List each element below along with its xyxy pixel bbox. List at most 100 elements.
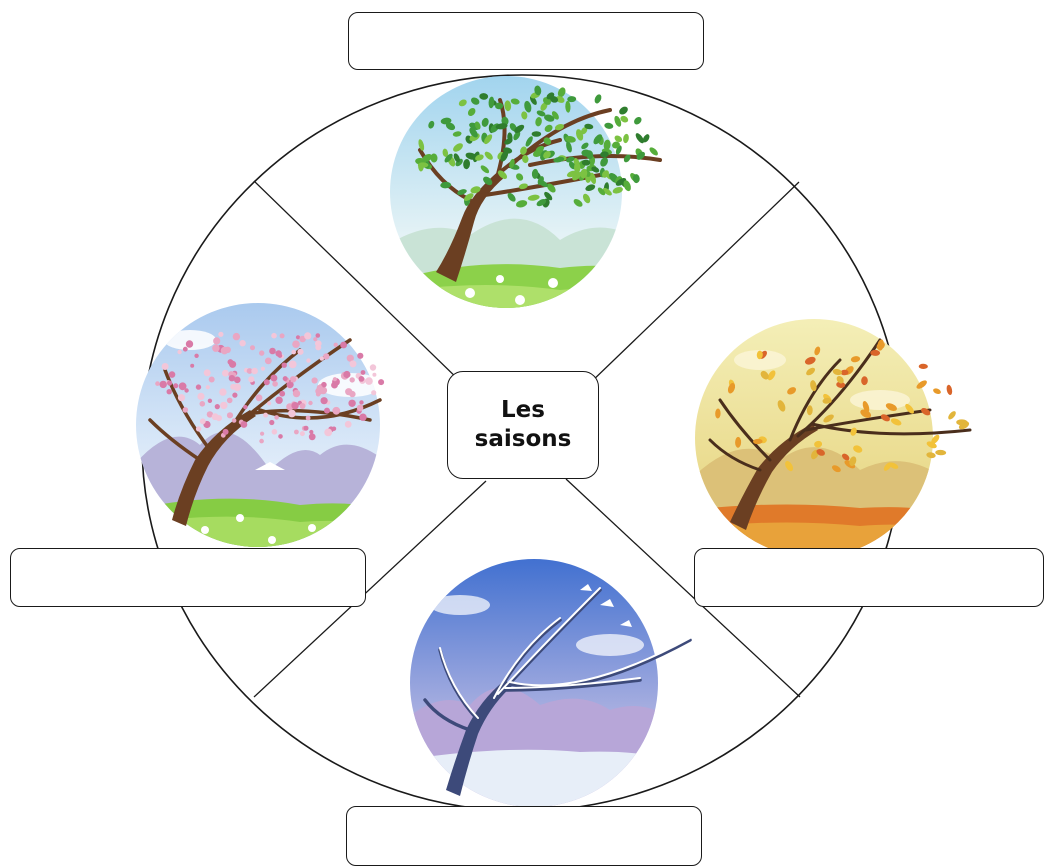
foliage-mark: [956, 419, 968, 426]
foliage-mark: [500, 150, 509, 162]
answer-box-right[interactable]: [694, 548, 1044, 607]
foliage-mark: [484, 134, 493, 145]
foliage-mark: [453, 153, 460, 163]
answer-box-left[interactable]: [10, 548, 366, 607]
foliage-mark: [581, 159, 591, 166]
foliage-mark: [623, 133, 629, 144]
foliage-mark: [635, 133, 644, 144]
divider-top-right: [587, 181, 800, 386]
foliage-mark: [359, 413, 367, 421]
answer-box-top[interactable]: [348, 12, 704, 70]
foliage-mark: [810, 380, 817, 392]
foliage-mark: [178, 382, 187, 391]
foliage-mark: [357, 352, 364, 359]
foliage-mark: [218, 331, 224, 337]
foliage-mark: [422, 153, 433, 162]
foliage-mark: [516, 173, 524, 181]
foliage-mark: [259, 438, 264, 444]
foliage-mark: [308, 433, 316, 441]
answer-box-bottom[interactable]: [346, 806, 702, 866]
foliage-mark: [289, 376, 297, 383]
foliage-mark: [905, 403, 914, 414]
foliage-mark: [465, 152, 478, 160]
foliage-mark: [921, 408, 931, 416]
foliage-mark: [540, 102, 548, 111]
foliage-mark: [933, 388, 941, 395]
foliage-mark: [340, 341, 347, 349]
foliage-mark: [274, 415, 279, 420]
foliage-mark: [214, 404, 220, 410]
foliage-mark: [861, 376, 868, 386]
foliage-mark: [566, 156, 575, 163]
foliage-mark: [269, 419, 275, 426]
foliage-mark: [495, 102, 504, 110]
foliage-mark: [518, 183, 528, 190]
foliage-mark: [484, 151, 493, 160]
foliage-mark: [555, 96, 565, 103]
foliage-mark: [332, 377, 337, 382]
foliage-mark: [567, 96, 577, 103]
spring-tree-illustration: [136, 303, 385, 547]
foliage-mark: [836, 381, 846, 388]
foliage-mark: [184, 388, 189, 393]
foliage-mark: [565, 100, 571, 113]
foliage-mark: [263, 412, 269, 418]
foliage-mark: [554, 123, 565, 131]
foliage-mark: [584, 123, 594, 130]
foliage-mark: [531, 168, 539, 179]
foliage-mark: [222, 428, 229, 435]
foliage-mark: [291, 349, 297, 355]
foliage-mark: [194, 353, 199, 358]
foliage-mark: [213, 337, 221, 345]
foliage-mark: [306, 358, 311, 363]
foliage-mark: [522, 154, 529, 164]
foliage-mark: [185, 340, 194, 348]
foliage-mark: [226, 397, 233, 404]
foliage-mark: [853, 445, 863, 453]
foliage-mark: [220, 401, 228, 410]
foliage-mark: [315, 344, 322, 351]
center-title-line1: Les: [501, 397, 545, 423]
foliage-mark: [263, 379, 270, 386]
foliage-mark: [452, 131, 462, 137]
foliage-mark: [278, 434, 283, 439]
foliage-mark: [272, 381, 278, 387]
foliage-mark: [264, 357, 272, 365]
foliage-mark: [475, 154, 484, 161]
foliage-mark: [527, 194, 540, 201]
foliage-mark: [642, 134, 650, 143]
foliage-mark: [620, 115, 629, 123]
foliage-mark: [580, 168, 588, 179]
foliage-mark: [463, 193, 474, 201]
foliage-mark: [418, 139, 425, 151]
foliage-mark: [814, 346, 821, 356]
foliage-mark: [612, 141, 620, 149]
foliage-mark: [440, 181, 452, 189]
divider-top-left: [253, 180, 465, 386]
divider-bottom-left: [253, 480, 487, 698]
foliage-mark: [246, 368, 253, 374]
foliage-mark: [480, 165, 490, 174]
foliage-mark: [483, 176, 493, 186]
foliage-mark: [544, 191, 553, 201]
foliage-mark: [576, 129, 584, 141]
foliage-mark: [269, 347, 276, 355]
foliage-mark: [603, 139, 611, 151]
foliage-mark: [543, 150, 551, 159]
foliage-mark: [428, 120, 435, 129]
foliage-mark: [586, 150, 594, 160]
foliage-mark: [324, 428, 333, 437]
foliage-mark: [177, 394, 186, 402]
foliage-mark: [199, 418, 206, 425]
foliage-mark: [537, 176, 544, 186]
foliage-mark: [581, 142, 589, 150]
foliage-mark: [806, 367, 816, 376]
foliage-mark: [474, 121, 481, 130]
foliage-mark: [614, 135, 623, 143]
foliage-mark: [469, 127, 478, 138]
foliage-mark: [632, 174, 640, 184]
foliage-mark: [332, 406, 341, 415]
foliage-mark: [529, 95, 537, 105]
foliage-mark: [291, 402, 299, 410]
foliage-mark: [222, 369, 229, 377]
